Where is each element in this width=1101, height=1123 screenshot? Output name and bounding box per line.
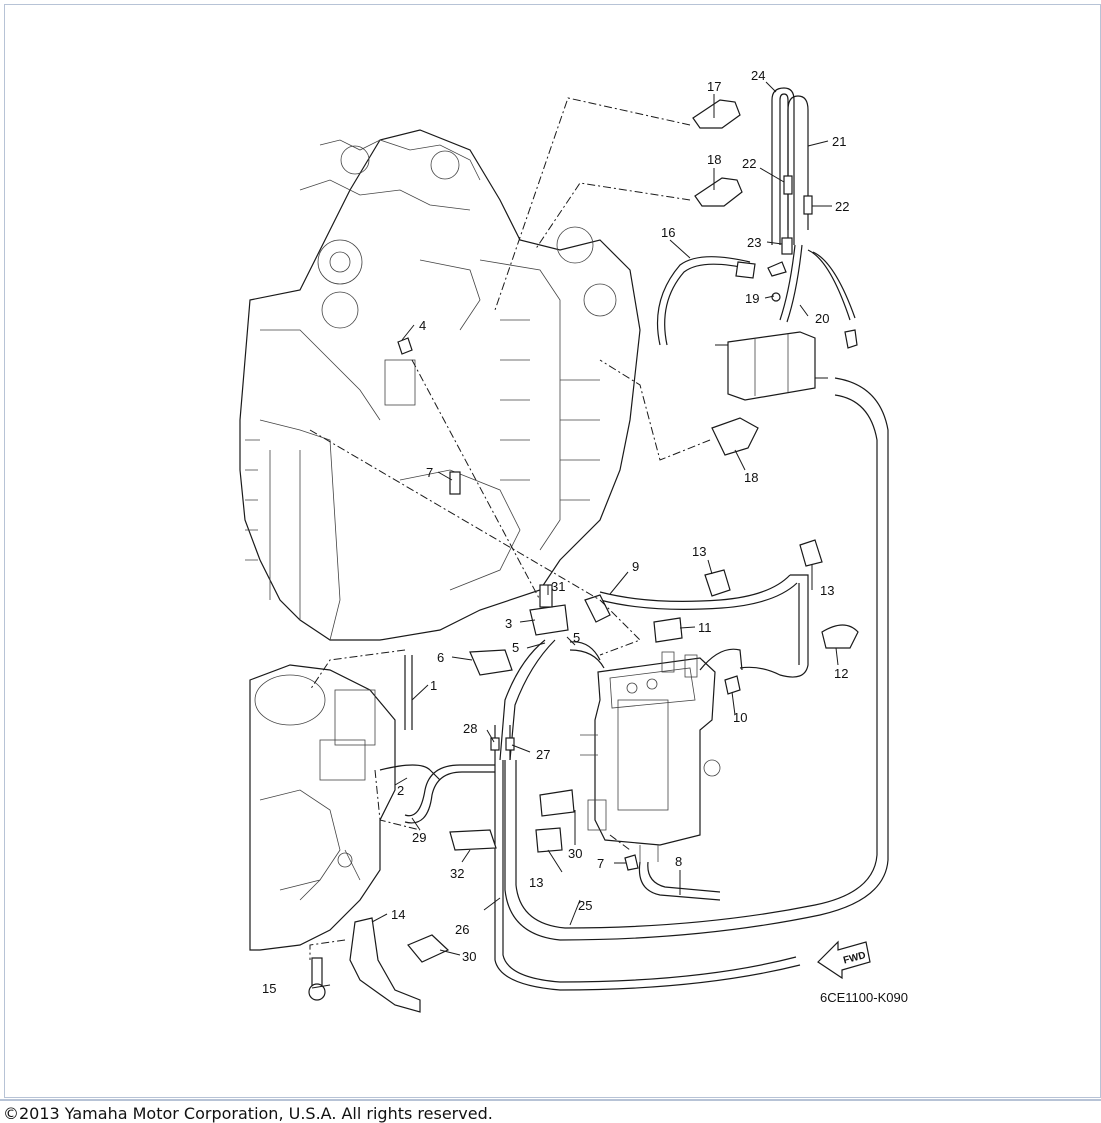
fwd-arrow: FWD [817, 940, 871, 980]
callout-13: 13 [692, 544, 706, 559]
footer-divider [0, 1099, 1101, 1101]
callout-17: 18 [707, 152, 721, 167]
callout-22: 22 [742, 156, 756, 171]
callout-labels: 24 17 21 18 22 22 16 23 19 20 4 18 7 13 … [262, 68, 849, 996]
callout-26: 26 [455, 922, 469, 937]
callout-1: 1 [430, 678, 437, 693]
small-parts [308, 99, 859, 1013]
callout-3: 3 [505, 616, 512, 631]
callout-22: 22 [835, 199, 849, 214]
callout-16: 16 [661, 225, 675, 240]
callout-25: 25 [578, 898, 592, 913]
leader-lines [311, 81, 839, 989]
fuel-filter-assembly [580, 651, 721, 862]
callout-11: 11 [698, 620, 712, 635]
callout-31: 31 [551, 579, 565, 594]
vapor-canister [715, 331, 828, 401]
callout-19: 19 [745, 291, 759, 306]
callout-24: 24 [751, 68, 765, 83]
callout-29: 29 [412, 830, 426, 845]
callout-5: 5 [512, 640, 519, 655]
callout-10: 10 [733, 710, 747, 725]
callout-8: 8 [675, 854, 682, 869]
callout-5: 5 [573, 630, 580, 645]
callout-20: 20 [815, 311, 829, 326]
callout-6: 6 [437, 650, 444, 665]
callout-12: 12 [834, 666, 848, 681]
callout-14: 14 [391, 907, 405, 922]
callout-18: 18 [744, 470, 758, 485]
callout-13: 13 [820, 583, 834, 598]
fuel-hoses [379, 87, 889, 991]
callout-15: 15 [262, 981, 276, 996]
callout-13: 13 [529, 875, 543, 890]
callout-7: 7 [426, 465, 433, 480]
callout-4: 4 [419, 318, 426, 333]
reference-lines [309, 97, 711, 960]
callout-2: 2 [397, 783, 404, 798]
engine-block [239, 129, 641, 641]
callout-32: 32 [450, 866, 464, 881]
callout-27: 27 [536, 747, 550, 762]
lower-engine-section [249, 664, 396, 951]
callout-23: 23 [747, 235, 761, 250]
callout-9: 9 [632, 559, 639, 574]
fuel-system-exploded-diagram: 24 17 21 18 22 22 16 23 19 20 4 18 7 13 … [239, 68, 908, 1013]
callout-17: 17 [707, 79, 721, 94]
callout-7: 7 [597, 856, 604, 871]
drawing-code: 6CE1100-K090 [820, 990, 908, 1005]
copyright-notice: ©2013 Yamaha Motor Corporation, U.S.A. A… [3, 1104, 493, 1123]
callout-28: 28 [463, 721, 477, 736]
callout-30: 30 [462, 949, 476, 964]
callout-30: 30 [568, 846, 582, 861]
callout-21: 21 [832, 134, 846, 149]
